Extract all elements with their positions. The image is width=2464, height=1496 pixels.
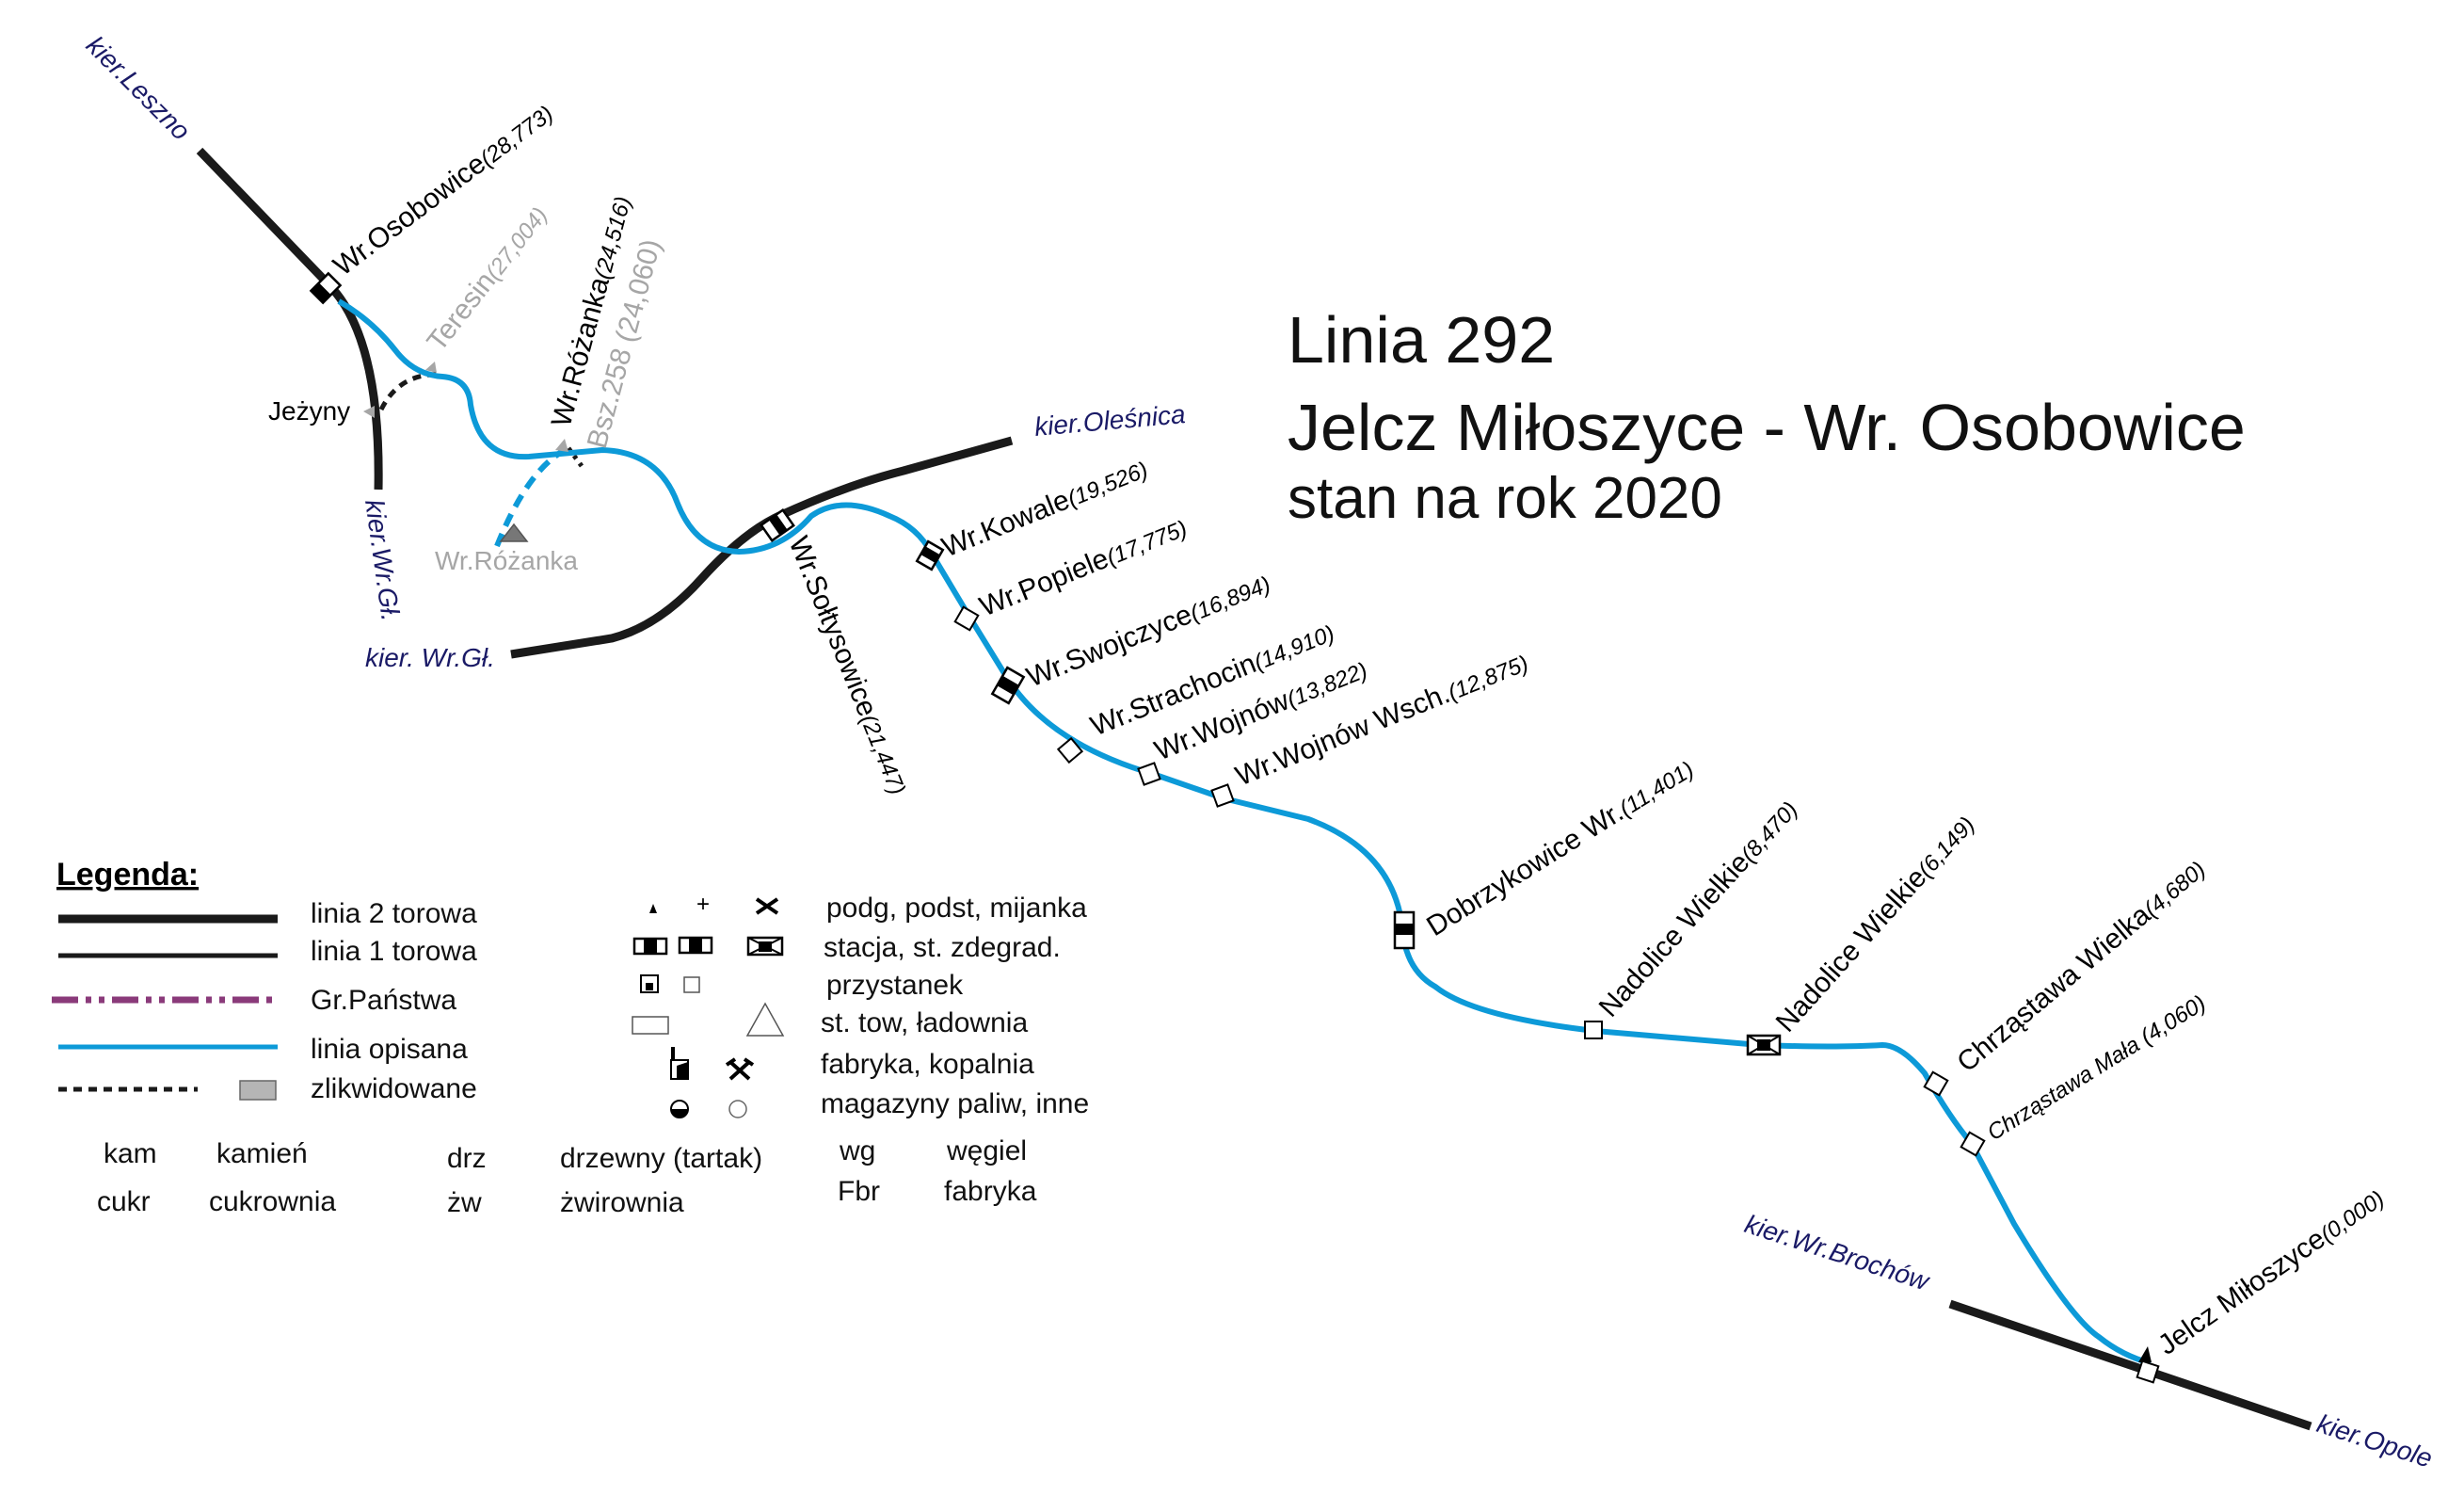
chrzastawa-m-halt-symbol <box>1960 1131 1986 1157</box>
kowale-station-symbol <box>915 539 945 571</box>
dir-olesnica: kier.Oleśnica <box>1033 399 1187 442</box>
dir-wrgl-vertical: kier.Wr.Gł. <box>360 498 406 623</box>
track-leszno-wrgl <box>196 147 383 491</box>
abbr-code-drz: drz <box>447 1143 487 1174</box>
label-teresin: Teresin(27,004) <box>422 200 554 357</box>
label-soltysowice: Wr.Sołtysowice(21,447) <box>783 532 915 798</box>
abbr-code-zw: żw <box>447 1187 482 1218</box>
abbr-code-fbr: Fbr <box>838 1176 880 1207</box>
title-line-3: stan na rok 2020 <box>1288 466 1722 531</box>
legend-fuel-storage-symbol <box>670 1100 689 1118</box>
dir-opole: kier.Opole <box>2313 1408 2436 1473</box>
label-nadolice2: Nadolice Wielkie(6,149) <box>1770 809 1981 1038</box>
legend-halt-symbol-1 <box>640 974 659 993</box>
rozanka-old-freight-symbol <box>499 523 529 542</box>
legend-freight-label: st. tow, ładownia <box>821 1007 1028 1038</box>
label-rozanka-old: Wr.Różanka <box>435 546 578 575</box>
legend-freight-station-symbol <box>632 1016 669 1035</box>
dobrzykowice-station-symbol <box>1393 910 1416 950</box>
legend-loading-symbol <box>745 1002 785 1037</box>
legend-passing-station-symbol <box>746 936 784 957</box>
title-line-1: Linia 292 <box>1288 303 1555 377</box>
jelcz-halt-symbol <box>2136 1359 2160 1384</box>
legend-station-symbol <box>632 937 668 956</box>
wojnow-wsch-halt-symbol <box>1210 783 1235 808</box>
track-brochow-opole <box>1948 1299 2312 1431</box>
title-line-2: Jelcz Miłoszyce - Wr. Osobowice <box>1288 391 2246 464</box>
swojczyce-station-symbol <box>990 666 1026 705</box>
legend-storage-label: magazyny paliw, inne <box>821 1088 1089 1119</box>
legend-single-track-label: linia 1 torowa <box>311 936 477 967</box>
track-wrgl-olesnica <box>510 436 1014 659</box>
label-nadolice1: Nadolice Wielkie(8,470) <box>1593 794 1804 1022</box>
label-dobrzykowice: Dobrzykowice Wr.(11,401) <box>1421 753 1699 942</box>
legend-stops-label: podg, podst, mijanka <box>826 893 1087 924</box>
legend-removed-label: zlikwidowane <box>311 1073 477 1104</box>
legend-factory-label: fabryka, kopalnia <box>821 1049 1034 1080</box>
label-jelcz: Jelcz Miłoszyce(0,000) <box>2152 1182 2390 1361</box>
nadolice2-station-symbol <box>1746 1034 1782 1056</box>
osobowice-station-symbol <box>309 271 343 305</box>
legend-mine-symbol <box>725 1057 755 1081</box>
label-chrzastawa-w: Chrząstawa Wielka(4,680) <box>1951 853 2211 1078</box>
legend-factory-symbol <box>670 1047 689 1080</box>
legend-removed-box <box>239 1080 277 1101</box>
jezyny-stop-marker <box>363 406 375 418</box>
legend-stations-label: stacja, st. zdegrad. <box>824 932 1061 963</box>
removed-rozanka-branch <box>494 447 567 548</box>
dir-brochow: kier.Wr.Brochów <box>1741 1209 1934 1296</box>
chrzastawa-w-halt-symbol <box>1923 1070 1949 1097</box>
abbr-desc-zw: żwirownia <box>560 1187 684 1218</box>
removed-jezyny-link <box>378 372 443 411</box>
legend-heading: Legenda: <box>56 857 199 893</box>
legend-described-label: linia opisana <box>311 1034 468 1065</box>
abbr-desc-fbr: fabryka <box>944 1176 1037 1207</box>
legend-degraded-station-symbol <box>678 936 713 955</box>
strachocin-halt-symbol <box>1056 736 1084 764</box>
abbr-code-cukr: cukr <box>97 1186 151 1217</box>
legend-podg-symbol <box>649 904 657 913</box>
legend-halt-symbol-2 <box>683 976 700 993</box>
wojnow-halt-symbol <box>1137 762 1161 786</box>
abbr-desc-drz: drzewny (tartak) <box>560 1143 762 1174</box>
abbr-desc-wg: węgiel <box>946 1135 1027 1166</box>
nadolice1-halt-symbol <box>1584 1021 1603 1039</box>
legend-double-track-label: linia 2 torowa <box>311 898 477 929</box>
abbr-code-wg: wg <box>839 1135 875 1166</box>
legend-halt-label: przystanek <box>826 970 964 1001</box>
rozanka-stop-marker <box>555 439 568 452</box>
popiele-halt-symbol <box>953 605 980 632</box>
dir-wrgl: kier. Wr.Gł. <box>365 643 495 672</box>
legend: Legenda: linia 2 torowa linia 1 torowa G… <box>52 857 1089 1218</box>
abbr-desc-kam: kamień <box>216 1138 308 1169</box>
legend-other-symbol <box>728 1100 747 1118</box>
legend-mijanka-symbol <box>755 897 779 915</box>
line-292 <box>337 298 2152 1366</box>
soltysowice-station-symbol <box>760 508 795 542</box>
teresin-stop-marker <box>425 362 437 373</box>
legend-border-label: Gr.Państwa <box>311 985 456 1016</box>
abbr-desc-cukr: cukrownia <box>209 1186 336 1217</box>
dir-leszno: kier.Leszno <box>81 30 196 145</box>
jelcz-stop-marker <box>2138 1346 2152 1362</box>
label-jezyny: Jeżyny <box>268 396 350 426</box>
abbr-code-kam: kam <box>104 1138 157 1169</box>
legend-podst-symbol: + <box>696 892 710 917</box>
